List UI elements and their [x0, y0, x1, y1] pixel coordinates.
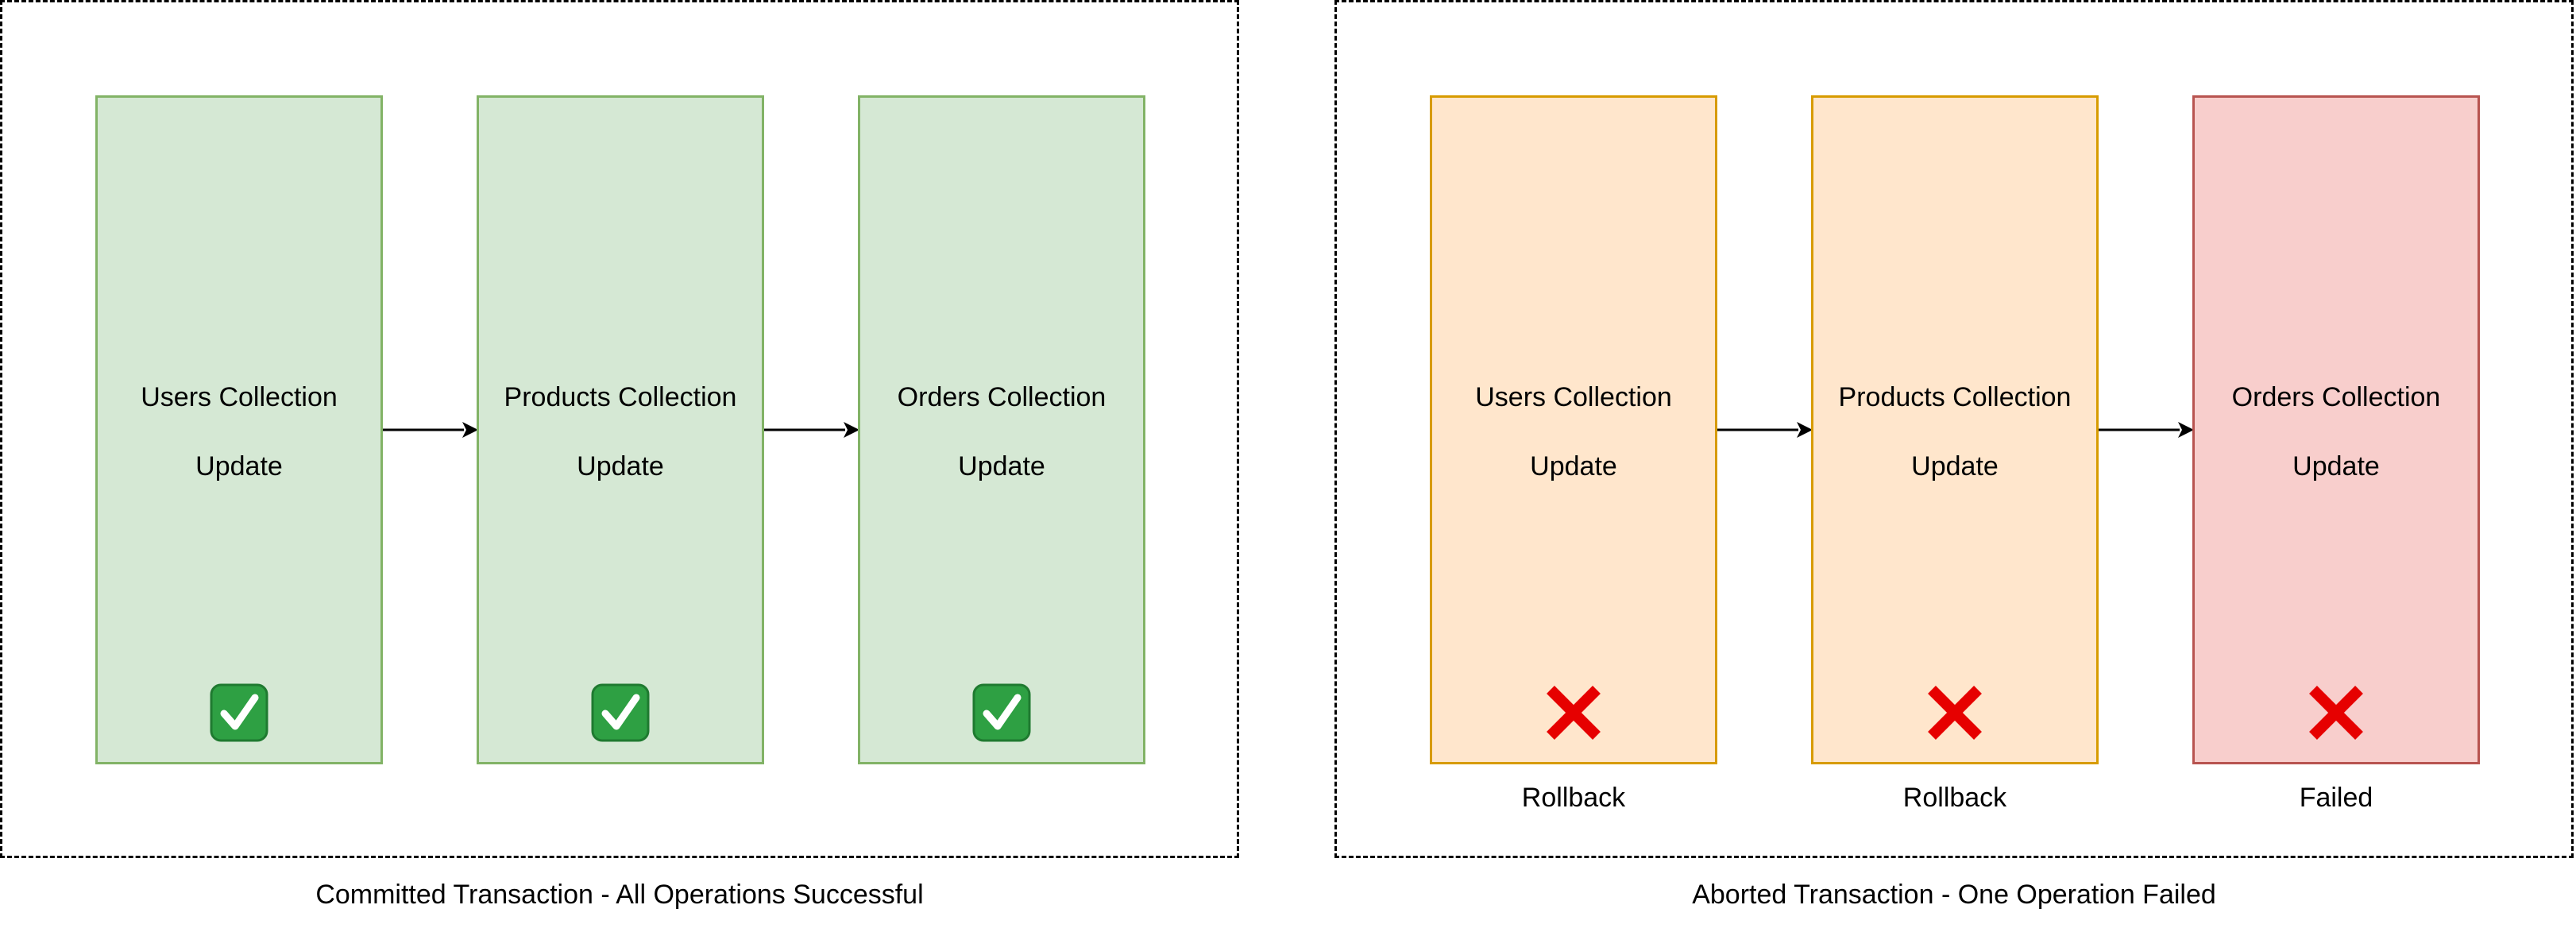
committed-orders-collection-box: Orders Collection Update	[858, 95, 1145, 764]
flow-arrow	[2099, 422, 2194, 438]
step-action: Update	[958, 451, 1045, 481]
status-label-rollback: Rollback	[1902, 783, 2007, 813]
committed-products-collection-box: Products Collection Update	[477, 95, 764, 764]
cross-mark-icon	[1547, 686, 1601, 740]
step-title: Orders Collection	[2231, 382, 2441, 412]
step-title: Products Collection	[504, 382, 737, 412]
flow-arrow	[1717, 422, 1813, 438]
check-mark-icon	[591, 683, 650, 742]
flow-arrow	[383, 422, 478, 438]
check-mark-icon	[210, 683, 268, 742]
aborted-transaction-panel	[1334, 0, 2574, 858]
flow-arrow	[764, 422, 859, 438]
aborted-products-collection-box: Products Collection Update	[1811, 95, 2099, 764]
committed-users-collection-box: Users Collection Update	[95, 95, 383, 764]
cross-mark-icon	[2309, 686, 2363, 740]
step-title: Users Collection	[141, 382, 338, 412]
step-action: Update	[195, 451, 283, 481]
aborted-transaction-caption: Aborted Transaction - One Operation Fail…	[1692, 880, 2216, 910]
status-label-rollback: Rollback	[1521, 783, 1626, 813]
step-action: Update	[2292, 451, 2380, 481]
committed-transaction-caption: Committed Transaction - All Operations S…	[315, 880, 924, 910]
step-action: Update	[577, 451, 664, 481]
check-mark-icon	[972, 683, 1031, 742]
committed-transaction-panel	[0, 0, 1239, 858]
cross-mark-icon	[1928, 686, 1982, 740]
aborted-users-collection-box: Users Collection Update	[1430, 95, 1717, 764]
status-label-failed: Failed	[2299, 783, 2373, 813]
aborted-orders-collection-box: Orders Collection Update	[2192, 95, 2480, 764]
step-title: Users Collection	[1475, 382, 1672, 412]
step-action: Update	[1530, 451, 1617, 481]
step-action: Update	[1911, 451, 1999, 481]
step-title: Orders Collection	[897, 382, 1106, 412]
step-title: Products Collection	[1838, 382, 2072, 412]
